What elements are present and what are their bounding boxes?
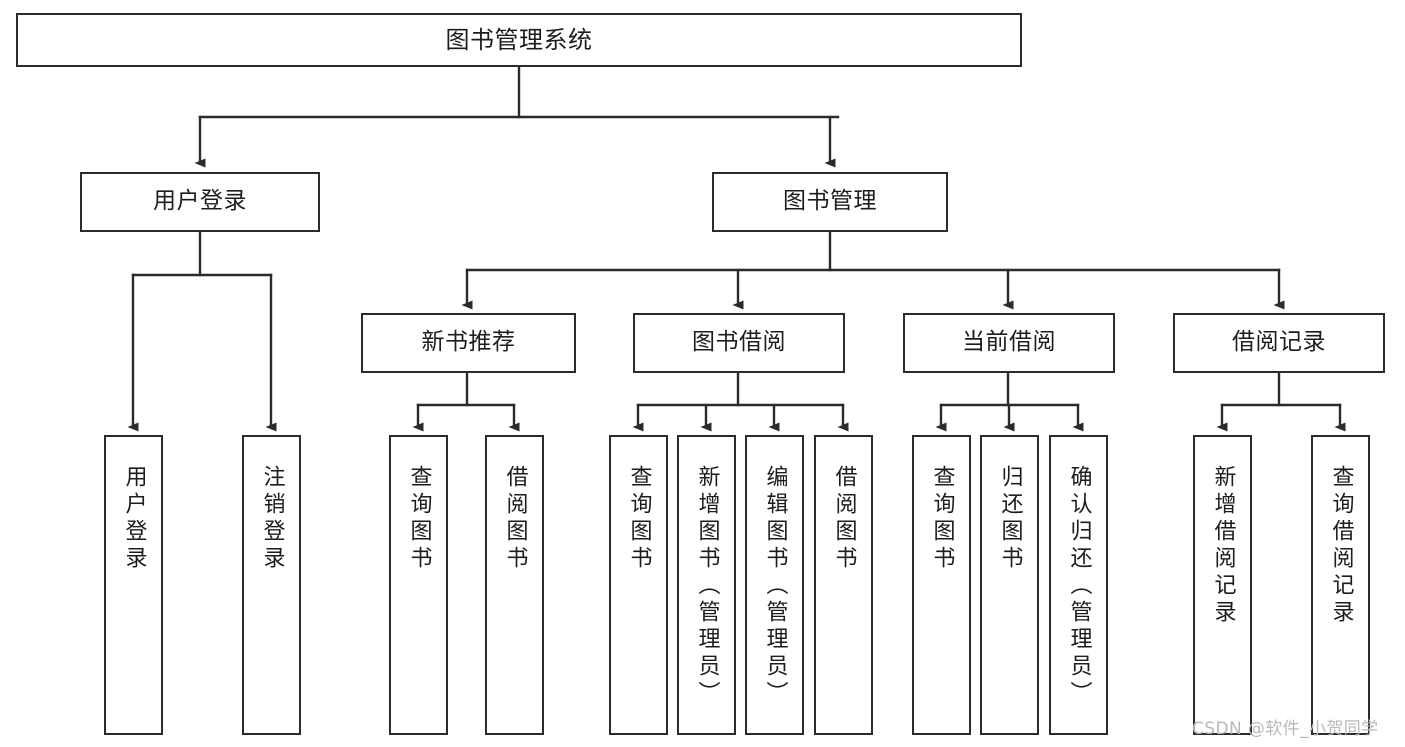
leaf-newbook-borrow-book[interactable]: 借阅图书	[485, 435, 544, 735]
leaf-user-login[interactable]: 用户登录	[104, 435, 163, 735]
leaf-currentborrow-return-book[interactable]: 归还图书	[980, 435, 1039, 735]
node-label: 借阅图书	[502, 465, 528, 573]
node-label: 查询图书	[929, 465, 955, 573]
node-label: 编辑图书（管理员）	[762, 465, 788, 708]
node-new-book-recommend[interactable]: 新书推荐	[361, 313, 576, 373]
node-label: 新增图书（管理员）	[694, 465, 720, 708]
node-current-borrow[interactable]: 当前借阅	[903, 313, 1115, 373]
node-label: 当前借阅	[962, 329, 1056, 356]
node-user-login[interactable]: 用户登录	[80, 172, 320, 232]
node-label: 图书管理系统	[445, 25, 593, 54]
node-label: 新增借阅记录	[1210, 465, 1236, 627]
leaf-borrowrecord-add-record[interactable]: 新增借阅记录	[1193, 435, 1252, 735]
node-label: 新书推荐	[421, 329, 516, 356]
leaf-bookborrow-query-book[interactable]: 查询图书	[609, 435, 668, 735]
node-borrow-record[interactable]: 借阅记录	[1173, 313, 1385, 373]
node-root-system[interactable]: 图书管理系统	[16, 13, 1022, 67]
node-label: 借阅记录	[1232, 329, 1326, 356]
leaf-currentborrow-query-book[interactable]: 查询图书	[912, 435, 971, 735]
leaf-bookborrow-borrow-book[interactable]: 借阅图书	[814, 435, 873, 735]
leaf-newbook-query-book[interactable]: 查询图书	[389, 435, 448, 735]
csdn-watermark: CSDN @软件_小贺同学	[1192, 719, 1379, 739]
node-label: 查询图书	[406, 465, 432, 573]
leaf-currentborrow-confirm-return-admin[interactable]: 确认归还（管理员）	[1049, 435, 1108, 735]
node-label: 用户登录	[153, 188, 247, 215]
node-label: 借阅图书	[831, 465, 857, 573]
node-label: 图书借阅	[692, 329, 786, 356]
leaf-bookborrow-add-book-admin[interactable]: 新增图书（管理员）	[677, 435, 736, 735]
leaf-logout-login[interactable]: 注销登录	[242, 435, 301, 735]
node-label: 图书管理	[783, 188, 877, 215]
leaf-bookborrow-edit-book-admin[interactable]: 编辑图书（管理员）	[745, 435, 804, 735]
node-label: 查询图书	[626, 465, 652, 573]
leaf-borrowrecord-query-record[interactable]: 查询借阅记录	[1311, 435, 1370, 735]
node-book-management[interactable]: 图书管理	[712, 172, 948, 232]
node-label: 注销登录	[259, 465, 285, 573]
node-book-borrow[interactable]: 图书借阅	[633, 313, 845, 373]
node-label: 查询借阅记录	[1328, 465, 1354, 627]
node-label: 确认归还（管理员）	[1066, 465, 1092, 708]
node-label: 归还图书	[997, 465, 1023, 573]
node-label: 用户登录	[121, 465, 147, 573]
